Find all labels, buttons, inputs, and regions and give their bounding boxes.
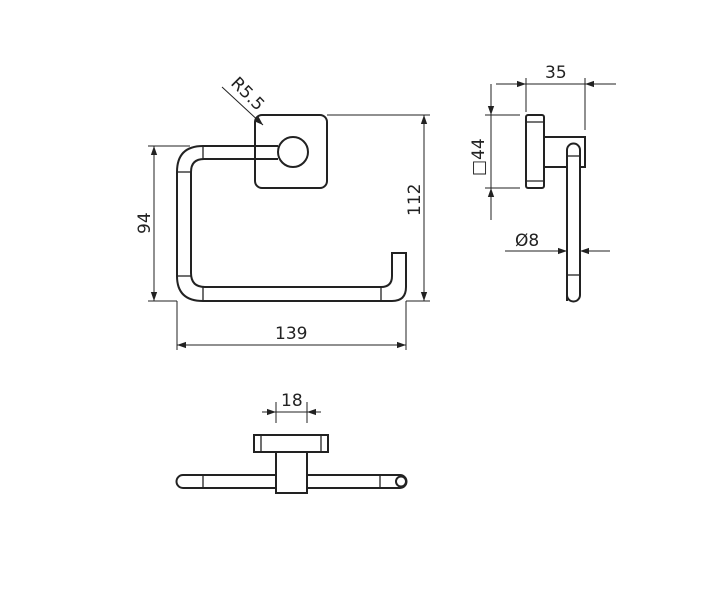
- mount-circle: [277, 136, 309, 168]
- depth-label: 35: [545, 63, 567, 83]
- top-stem: [275, 451, 308, 494]
- side-rod: [566, 142, 581, 303]
- top-view: 18: [175, 391, 408, 494]
- plate-label: □44: [469, 138, 489, 176]
- side-plate: [525, 114, 545, 189]
- side-view: 35 □44 Ø8: [469, 63, 616, 303]
- radius-label: R5.5: [226, 73, 268, 115]
- width-label: 139: [275, 324, 307, 344]
- height-label: 94: [135, 212, 155, 234]
- wall-plate: [254, 114, 328, 189]
- rod-diameter-label: Ø8: [515, 231, 539, 251]
- top-rod: [175, 474, 408, 489]
- stem-width-label: 18: [281, 391, 303, 411]
- side-stem: [543, 136, 586, 168]
- holder-rod: [176, 145, 407, 302]
- top-plate: [253, 434, 329, 453]
- total-height-label: 112: [405, 184, 425, 216]
- radius-leader: [221, 86, 264, 126]
- front-view: R5.5 94 112 139: [135, 73, 430, 350]
